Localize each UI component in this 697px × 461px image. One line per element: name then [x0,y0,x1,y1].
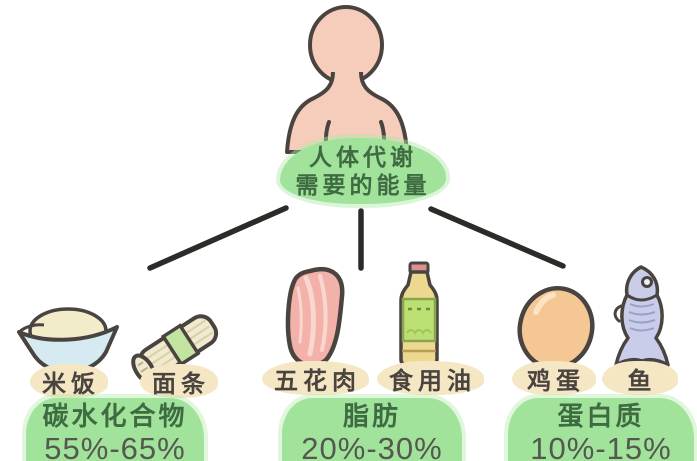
category-name-fat: 脂肪 [342,401,401,431]
item-label-rice: 米饭 [30,364,108,398]
category-label-fat: 脂肪 20%-30% [282,398,462,461]
item-label-fish: 鱼 [602,361,678,395]
item-label-cooking-oil-text: 食用油 [389,367,476,395]
category-label-protein: 蛋白质 10%-15% [508,398,694,461]
category-name-carbohydrates: 碳水化合物 [42,401,188,431]
category-range-carbohydrates: 55%-65% [44,431,186,461]
item-label-pork-belly-text: 五花肉 [274,367,361,395]
category-range-fat: 20%-30% [301,431,443,461]
item-label-pork-belly: 五花肉 [262,361,369,395]
category-range-protein: 10%-15% [530,431,672,461]
egg-icon [517,285,595,371]
fish-icon [613,265,670,367]
category-label-carbohydrates: 碳水化合物 55%-65% [26,398,204,461]
category-name-protein: 蛋白质 [557,401,645,431]
connector-line-left [147,205,289,271]
item-label-cooking-oil: 食用油 [377,361,484,395]
title-bubble: 人体代谢 需要的能量 [280,138,446,204]
item-label-rice-text: 米饭 [42,370,100,398]
connector-line-right [428,206,566,269]
item-label-fish-text: 鱼 [627,367,657,395]
pork-belly-icon [285,266,345,368]
cooking-oil-icon [399,261,439,367]
title-line-2: 需要的能量 [295,172,431,198]
item-label-egg-text: 鸡蛋 [527,367,585,395]
item-label-noodles-text: 面条 [152,370,210,398]
item-label-noodles: 面条 [140,364,218,398]
item-label-egg: 鸡蛋 [512,361,596,395]
title-line-1: 人体代谢 [309,143,417,170]
